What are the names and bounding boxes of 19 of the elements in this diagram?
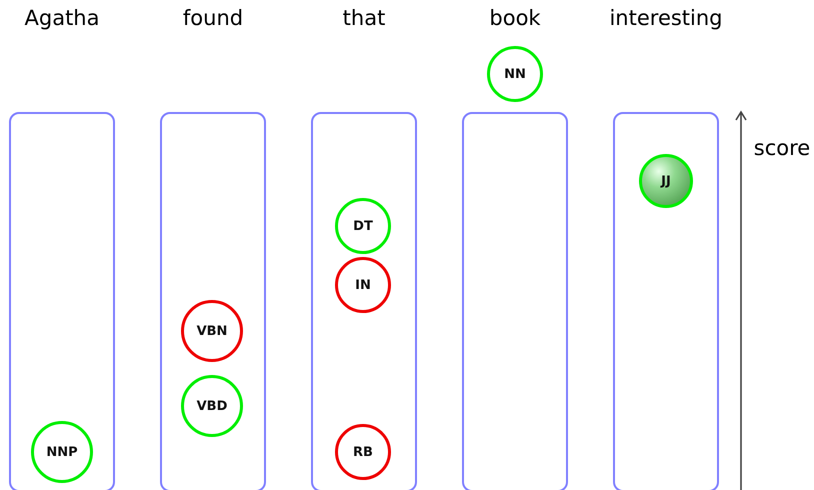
column-box	[462, 112, 568, 490]
tag-circle: DT	[335, 198, 391, 254]
column-box	[9, 112, 115, 490]
tag-circle: VBD	[181, 375, 243, 437]
tag-circle: RB	[335, 424, 391, 480]
tag-circle: JJ	[639, 154, 693, 208]
word-heading: found	[182, 6, 244, 30]
tag-circle: NN	[487, 46, 543, 102]
axis-label: score	[754, 136, 810, 160]
tag-circle: VBN	[181, 300, 243, 362]
word-heading: interesting	[609, 6, 723, 30]
column-box	[311, 112, 417, 490]
column-box	[160, 112, 266, 490]
word-heading: that	[342, 6, 386, 30]
word-heading: Agatha	[24, 6, 100, 30]
tag-circle: NNP	[31, 421, 93, 483]
tag-circle: IN	[335, 257, 391, 313]
column-box	[613, 112, 719, 490]
word-heading: book	[489, 6, 541, 30]
